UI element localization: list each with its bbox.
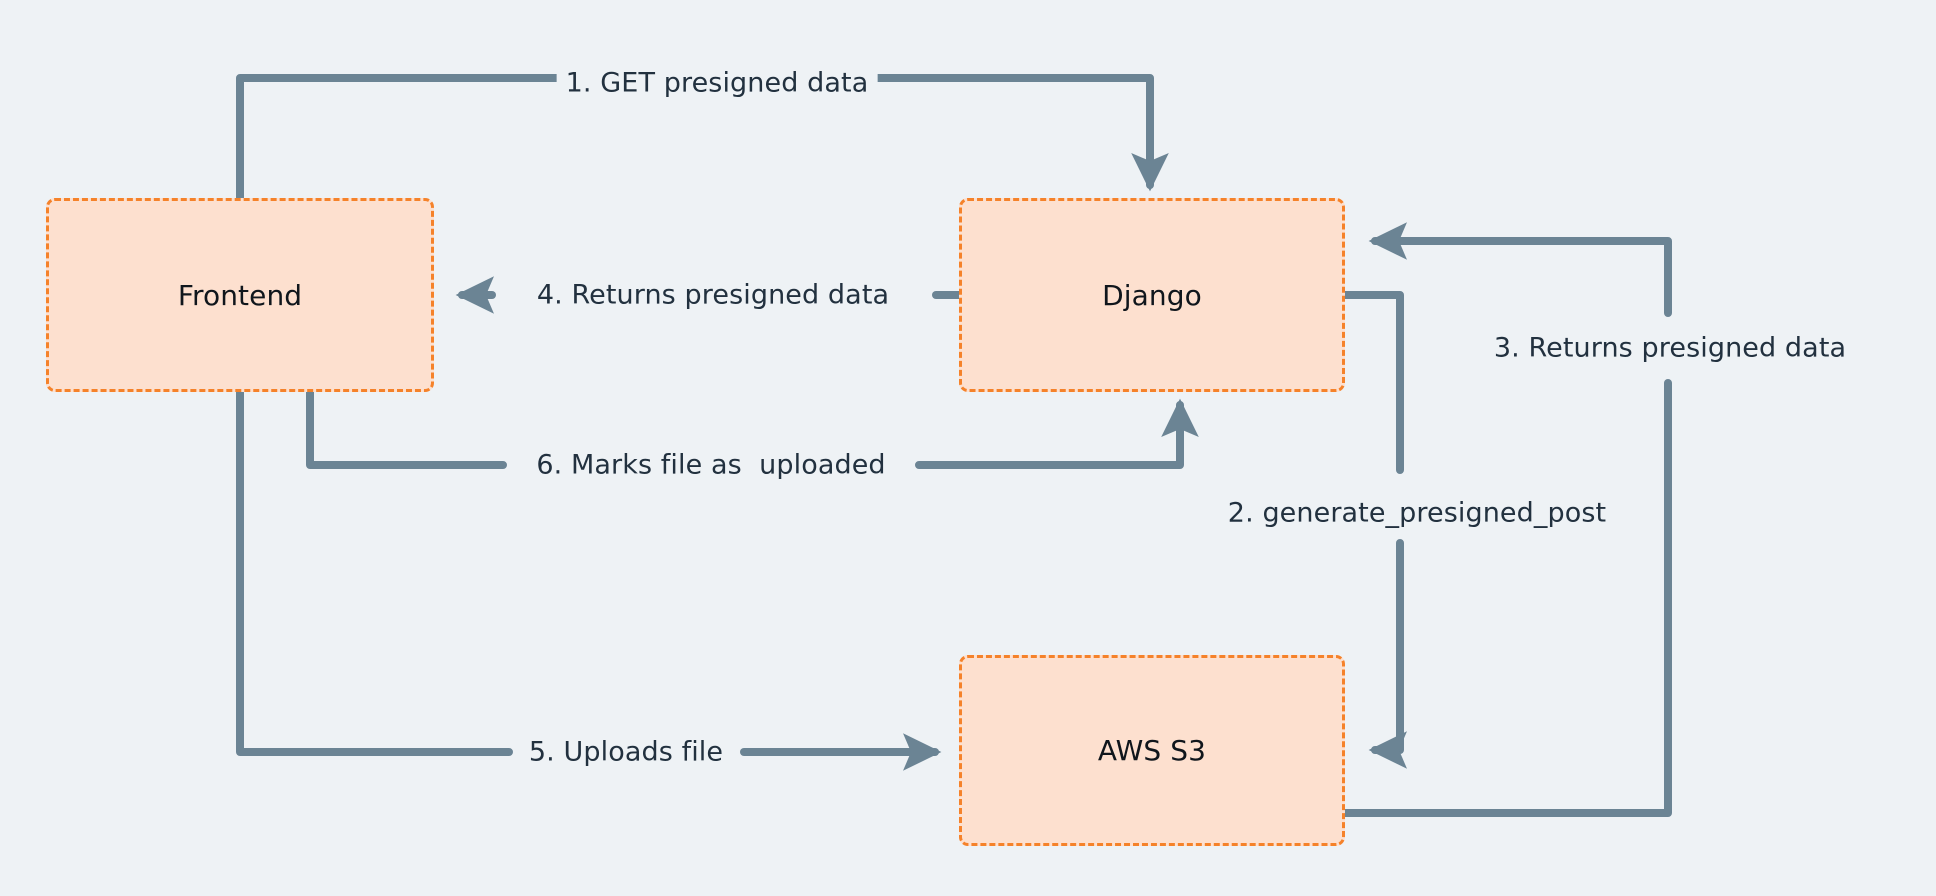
node-aws-s3-label: AWS S3	[1097, 734, 1207, 767]
connector-6-marks-file-as-uploaded	[306, 388, 507, 469]
connector-3-returns-presigned-data-tail	[1368, 222, 1672, 317]
node-frontend[interactable]: Frontend	[46, 198, 434, 392]
connector-3-returns-presigned-data	[1341, 379, 1672, 817]
edge-label-1-get-presigned-data: 1. GET presigned data	[556, 66, 878, 100]
connector-2-generate-presigned-post-tail	[1368, 539, 1407, 769]
edge-label-3-returns-presigned-data: 3. Returns presigned data	[1493, 332, 1847, 364]
edge-label-5-uploads-file: 5. Uploads file	[519, 735, 733, 769]
edge-label-2-generate-presigned-post: 2. generate_presigned_post	[1227, 497, 1607, 529]
edge-label-6-marks-file-as-uploaded: 6. Marks file as uploaded	[527, 448, 895, 482]
node-django-label: Django	[1102, 278, 1202, 312]
node-frontend-label: Frontend	[177, 278, 303, 312]
connector-1-get-presigned-data	[236, 74, 577, 202]
connector-2-generate-presigned-post	[1341, 291, 1404, 474]
edge-label-4-returns-presigned-data: 4. Returns presigned data	[527, 278, 899, 312]
node-aws-s3[interactable]: AWS S3	[959, 655, 1345, 846]
connector-1-get-presigned-data-tail	[872, 74, 1169, 192]
node-django[interactable]: Django	[959, 198, 1345, 392]
connector-6-marks-file-as-uploaded-tail	[915, 398, 1199, 469]
connector-5-uploads-file	[236, 388, 513, 756]
